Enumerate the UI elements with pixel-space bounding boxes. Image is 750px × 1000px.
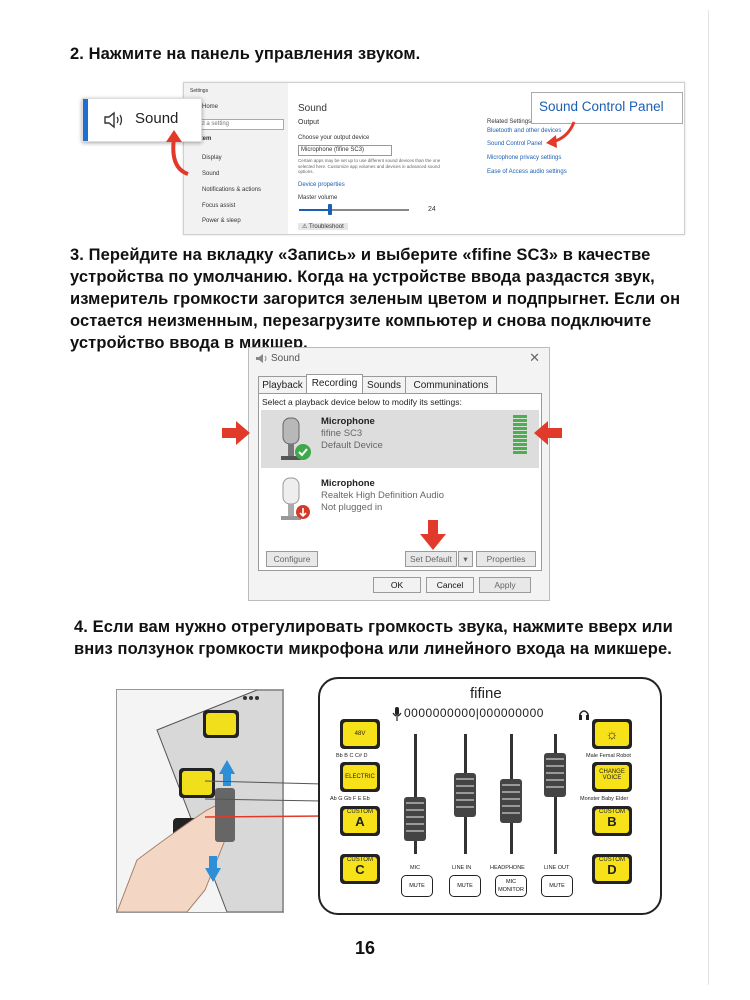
- pad-change-voice[interactable]: CHANGE VOICE: [592, 762, 632, 792]
- mute-button-mic[interactable]: MUTE: [401, 875, 433, 897]
- scp-callout-label: Sound Control Panel: [539, 99, 664, 114]
- fader-line-out[interactable]: [544, 753, 566, 797]
- device-status: Default Device: [321, 440, 383, 451]
- red-arrow-down-icon: [420, 520, 446, 550]
- device-driver: fifine SC3: [321, 428, 363, 439]
- link-ease-of-access[interactable]: Ease of Access audio settings: [487, 169, 567, 175]
- volume-slider-fill: [299, 209, 329, 211]
- nav-display[interactable]: Display: [202, 155, 222, 161]
- sound-dialog: Sound ✕ Playback Recording Sounds Commun…: [248, 347, 550, 601]
- output-description: Certain apps may be set up to use differ…: [298, 158, 441, 174]
- output-device-select[interactable]: Microphone (fifine SC3): [298, 145, 392, 156]
- sound-callout-label: Sound: [135, 110, 179, 127]
- device-driver: Realtek High Definition Audio: [321, 490, 445, 501]
- sound-control-panel-callout[interactable]: Sound Control Panel: [531, 92, 683, 124]
- mute-button-line-out[interactable]: MUTE: [541, 875, 573, 897]
- key-labels-row1: Bb B C C# D: [336, 753, 368, 759]
- step-2-text: 2. Нажмите на панель управления звуком.: [70, 45, 421, 63]
- voice-labels-row1: Male Femal Robot: [586, 753, 631, 759]
- troubleshoot-button[interactable]: ⚠ Troubleshoot: [298, 223, 348, 230]
- microphone-icon: [281, 417, 311, 460]
- pad-electric[interactable]: ELECTRIC: [340, 762, 380, 792]
- red-arrow-left-icon: [534, 421, 562, 445]
- mixer-diagram: fifine 0000000000|000000000 48V Bb B C C…: [318, 677, 662, 915]
- mute-button-line-in[interactable]: MUTE: [449, 875, 481, 897]
- microphone-icon: [281, 477, 310, 520]
- channel-label-line-out: LINE OUT: [544, 865, 570, 871]
- nav-notifications[interactable]: Notifications & actions: [202, 187, 262, 193]
- link-sound-control-panel[interactable]: Sound Control Panel: [487, 141, 543, 147]
- nav-sound[interactable]: Sound: [202, 171, 220, 177]
- volume-value: 24: [428, 206, 436, 213]
- red-arrow-right-icon: [222, 421, 250, 445]
- fader-slot-mic: [414, 734, 417, 854]
- speaker-icon: [104, 111, 123, 129]
- pad-light[interactable]: ☼: [592, 719, 632, 749]
- pad-48v[interactable]: 48V: [340, 719, 380, 749]
- settings-search-input[interactable]: Find a setting: [190, 119, 284, 130]
- level-meter: [513, 415, 527, 455]
- dialog-title: Sound: [271, 353, 300, 364]
- step-3-text: 3. Перейдите на вкладку «Запись» и выбер…: [70, 246, 681, 352]
- mic-monitor-button[interactable]: MIC MONITOR: [495, 875, 527, 897]
- configure-button[interactable]: Configure: [266, 551, 318, 567]
- tab-recording[interactable]: Recording: [306, 374, 363, 395]
- red-pointer-arrow: [546, 121, 576, 148]
- device-name: Microphone: [321, 416, 375, 427]
- device-row-realtek[interactable]: Microphone Realtek High Definition Audio…: [261, 472, 539, 530]
- set-default-button[interactable]: Set Default: [405, 551, 457, 567]
- step-4-text: 4. Если вам нужно отрегулировать громкос…: [74, 618, 673, 658]
- nav-focus-assist[interactable]: Focus assist: [202, 203, 236, 209]
- choose-device-label: Choose your output device: [298, 135, 370, 141]
- settings-heading: Sound: [298, 103, 327, 114]
- voice-labels-row2: Monster Baby Elder: [580, 796, 629, 802]
- apply-button[interactable]: Apply: [479, 577, 531, 593]
- hand-photo-illustration: [117, 690, 283, 912]
- volume-slider-thumb[interactable]: [328, 204, 332, 215]
- settings-title: Settings: [190, 88, 209, 94]
- key-labels-row2: Ab G Gb F E Eb: [330, 796, 370, 802]
- master-volume-label: Master volume: [298, 195, 338, 201]
- device-status: Not plugged in: [321, 502, 383, 513]
- channel-label-mic: MIC: [410, 865, 421, 871]
- page-number: 16: [355, 938, 376, 958]
- set-default-dropdown[interactable]: ▾: [458, 551, 473, 567]
- fader-line-in[interactable]: [454, 773, 476, 817]
- device-row-fifine[interactable]: Microphone fifine SC3 Default Device: [261, 410, 539, 468]
- related-settings-label: Related Settings: [487, 119, 532, 125]
- recording-panel: Select a playback device below to modify…: [258, 393, 542, 571]
- red-curved-arrow: [166, 130, 189, 176]
- panel-hint: Select a playback device below to modify…: [262, 397, 462, 407]
- fader-headphone[interactable]: [500, 779, 522, 823]
- properties-button[interactable]: Properties: [476, 551, 536, 567]
- headphones-icon: [579, 710, 589, 720]
- volume-slider-track[interactable]: [299, 209, 409, 211]
- link-mic-privacy[interactable]: Microphone privacy settings: [487, 155, 562, 161]
- speaker-icon: [256, 354, 267, 363]
- device-properties-link[interactable]: Device properties: [298, 182, 345, 188]
- channel-label-headphone: HEADPHONE: [490, 865, 525, 871]
- fader-mic[interactable]: [404, 797, 426, 841]
- sun-icon: ☼: [595, 722, 629, 746]
- brand-logo: fifine: [470, 685, 502, 702]
- device-name: Microphone: [321, 478, 375, 489]
- output-label: Output: [298, 119, 320, 126]
- link-bluetooth[interactable]: Bluetooth and other devices: [487, 128, 562, 134]
- microphone-icon: [392, 707, 402, 721]
- cancel-button[interactable]: Cancel: [426, 577, 474, 593]
- nav-power-sleep[interactable]: Power & sleep: [202, 218, 241, 224]
- sound-callout[interactable]: Sound: [82, 98, 202, 142]
- page-edge-line: [708, 10, 709, 985]
- ok-button[interactable]: OK: [373, 577, 421, 593]
- close-icon[interactable]: ✕: [529, 350, 540, 365]
- channel-label-line-in: LINE IN: [452, 865, 472, 871]
- selection-bar: [83, 99, 88, 141]
- settings-home[interactable]: Home: [202, 104, 219, 110]
- hand-on-mixer-photo: [116, 689, 284, 913]
- level-meter-display: 0000000000|000000000: [404, 706, 544, 720]
